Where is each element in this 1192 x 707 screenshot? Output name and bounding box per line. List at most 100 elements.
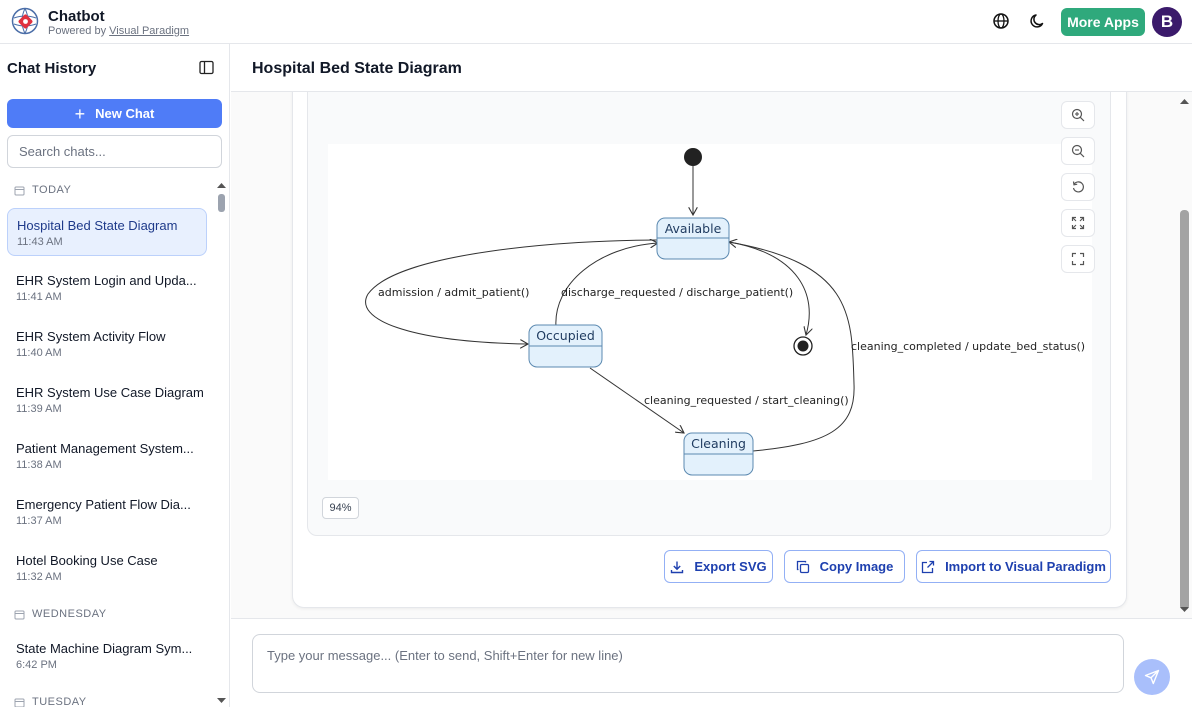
chat-item[interactable]: EHR System Activity Flow 11:40 AM	[7, 320, 207, 368]
group-label-wednesday: WEDNESDAY	[14, 608, 107, 620]
transition-cleaning-completed	[729, 242, 855, 452]
sidebar: Chat History + New Chat TODAY Hospital B…	[0, 44, 230, 707]
send-button[interactable]	[1134, 659, 1170, 695]
zoom-out-icon	[1071, 144, 1085, 158]
plus-icon: +	[74, 103, 86, 124]
chat-item-time: 11:38 AM	[16, 459, 62, 471]
copy-icon	[796, 560, 809, 573]
search-chats-input[interactable]	[7, 135, 222, 168]
avatar[interactable]: B	[1152, 7, 1182, 37]
import-visual-paradigm-button[interactable]: Import to Visual Paradigm	[916, 550, 1111, 583]
state-diagram: admission / admit_patient() discharge_re…	[365, 148, 1085, 476]
app-logo-icon	[11, 7, 39, 35]
chat-item-title: EHR System Activity Flow	[16, 329, 166, 344]
transition-admission	[365, 239, 658, 344]
reset-icon	[1072, 181, 1084, 193]
chat-item[interactable]: Patient Management System... 11:38 AM	[7, 432, 207, 480]
state-available-label: Available	[665, 221, 722, 236]
group-label-text: TODAY	[32, 184, 72, 196]
transition-discharge	[555, 243, 658, 328]
new-chat-label: New Chat	[95, 106, 155, 121]
download-icon	[671, 561, 684, 573]
powered-by: Powered by Visual Paradigm	[48, 25, 189, 37]
state-cleaning-label: Cleaning	[691, 436, 746, 451]
copy-image-button[interactable]: Copy Image	[784, 550, 905, 583]
chat-history-title: Chat History	[7, 60, 97, 77]
chat-item-title: EHR System Login and Upda...	[16, 273, 197, 288]
group-label-text: WEDNESDAY	[32, 608, 107, 620]
moon-icon[interactable]	[1028, 11, 1048, 31]
scroll-up-icon[interactable]	[215, 180, 228, 190]
chat-item-title: Emergency Patient Flow Dia...	[16, 497, 191, 512]
chat-item-title: EHR System Use Case Diagram	[16, 385, 204, 400]
fit-button[interactable]	[1061, 209, 1095, 237]
scroll-thumb[interactable]	[1180, 210, 1189, 610]
scroll-thumb[interactable]	[218, 194, 225, 212]
chat-item-title: Hotel Booking Use Case	[16, 553, 158, 568]
chat-item[interactable]: EHR System Use Case Diagram 11:39 AM	[7, 376, 207, 424]
send-icon	[1144, 669, 1160, 685]
label-admission: admission / admit_patient()	[378, 286, 529, 299]
calendar-icon	[14, 698, 25, 707]
top-bar: Chatbot Powered by Visual Paradigm More …	[0, 0, 1192, 44]
chat-item[interactable]: Hospital Bed State Diagram 11:43 AM	[7, 208, 207, 256]
fit-icon	[1071, 216, 1085, 230]
new-chat-button[interactable]: + New Chat	[7, 99, 222, 128]
visual-paradigm-link[interactable]: Visual Paradigm	[109, 25, 190, 37]
diagram-canvas[interactable]: admission / admit_patient() discharge_re…	[328, 144, 1092, 480]
chat-item-time: 11:40 AM	[16, 347, 62, 359]
chat-item[interactable]: Emergency Patient Flow Dia... 11:37 AM	[7, 488, 207, 536]
export-svg-label: Export SVG	[694, 559, 767, 574]
page-title: Hospital Bed State Diagram	[252, 60, 462, 77]
composer	[231, 618, 1192, 707]
copy-image-label: Copy Image	[819, 559, 894, 574]
external-link-icon	[921, 560, 935, 573]
calendar-icon	[14, 186, 25, 195]
reset-button[interactable]	[1061, 173, 1095, 201]
chat-item[interactable]: EHR System Login and Upda... 11:41 AM	[7, 264, 207, 312]
chat-content: admission / admit_patient() discharge_re…	[231, 92, 1192, 618]
main-header: Hospital Bed State Diagram	[231, 44, 1192, 92]
label-discharge: discharge_requested / discharge_patient(…	[561, 286, 793, 299]
sidebar-scrollbar[interactable]	[215, 178, 228, 707]
fullscreen-icon	[1071, 252, 1085, 266]
zoom-in-button[interactable]	[1061, 101, 1095, 129]
calendar-icon	[14, 610, 25, 619]
fullscreen-button[interactable]	[1061, 245, 1095, 273]
export-svg-button[interactable]: Export SVG	[664, 550, 773, 583]
chat-item-title: Patient Management System...	[16, 441, 194, 456]
scroll-down-icon[interactable]	[1177, 605, 1192, 615]
transition-cleaning-requested	[589, 367, 684, 433]
label-cleaning-requested: cleaning_requested / start_cleaning()	[644, 394, 849, 407]
zoom-level-badge: 94%	[322, 497, 359, 519]
sidebar-toggle-icon[interactable]	[199, 60, 214, 75]
main-scrollbar[interactable]	[1177, 92, 1192, 618]
chat-item-time: 11:41 AM	[16, 291, 62, 303]
chat-item-time: 11:37 AM	[16, 515, 62, 527]
group-label-today: TODAY	[14, 184, 71, 196]
initial-state	[684, 148, 702, 166]
group-label-text: TUESDAY	[32, 696, 87, 707]
zoom-out-button[interactable]	[1061, 137, 1095, 165]
scroll-down-icon[interactable]	[215, 696, 228, 706]
chat-item-time: 11:32 AM	[16, 571, 62, 583]
globe-icon[interactable]	[991, 11, 1011, 31]
scroll-up-icon[interactable]	[1177, 96, 1192, 106]
group-label-tuesday: TUESDAY	[14, 696, 87, 707]
state-occupied-label: Occupied	[536, 328, 595, 343]
message-input[interactable]	[252, 634, 1124, 693]
import-vp-label: Import to Visual Paradigm	[945, 559, 1106, 574]
powered-by-text: Powered by	[48, 25, 107, 37]
chat-item[interactable]: State Machine Diagram Sym... 6:42 PM	[7, 632, 207, 680]
chat-item[interactable]: Hotel Booking Use Case 11:32 AM	[7, 544, 207, 592]
final-state	[793, 336, 813, 356]
state-cleaning: Cleaning	[683, 432, 754, 476]
chat-item-title: State Machine Diagram Sym...	[16, 641, 193, 656]
chat-item-time: 11:43 AM	[17, 236, 63, 248]
chat-item-title: Hospital Bed State Diagram	[17, 218, 178, 233]
state-occupied: Occupied	[528, 324, 603, 368]
zoom-in-icon	[1071, 108, 1085, 122]
state-available: Available	[656, 217, 730, 260]
chat-item-time: 11:39 AM	[16, 403, 62, 415]
more-apps-button[interactable]: More Apps	[1061, 8, 1145, 36]
